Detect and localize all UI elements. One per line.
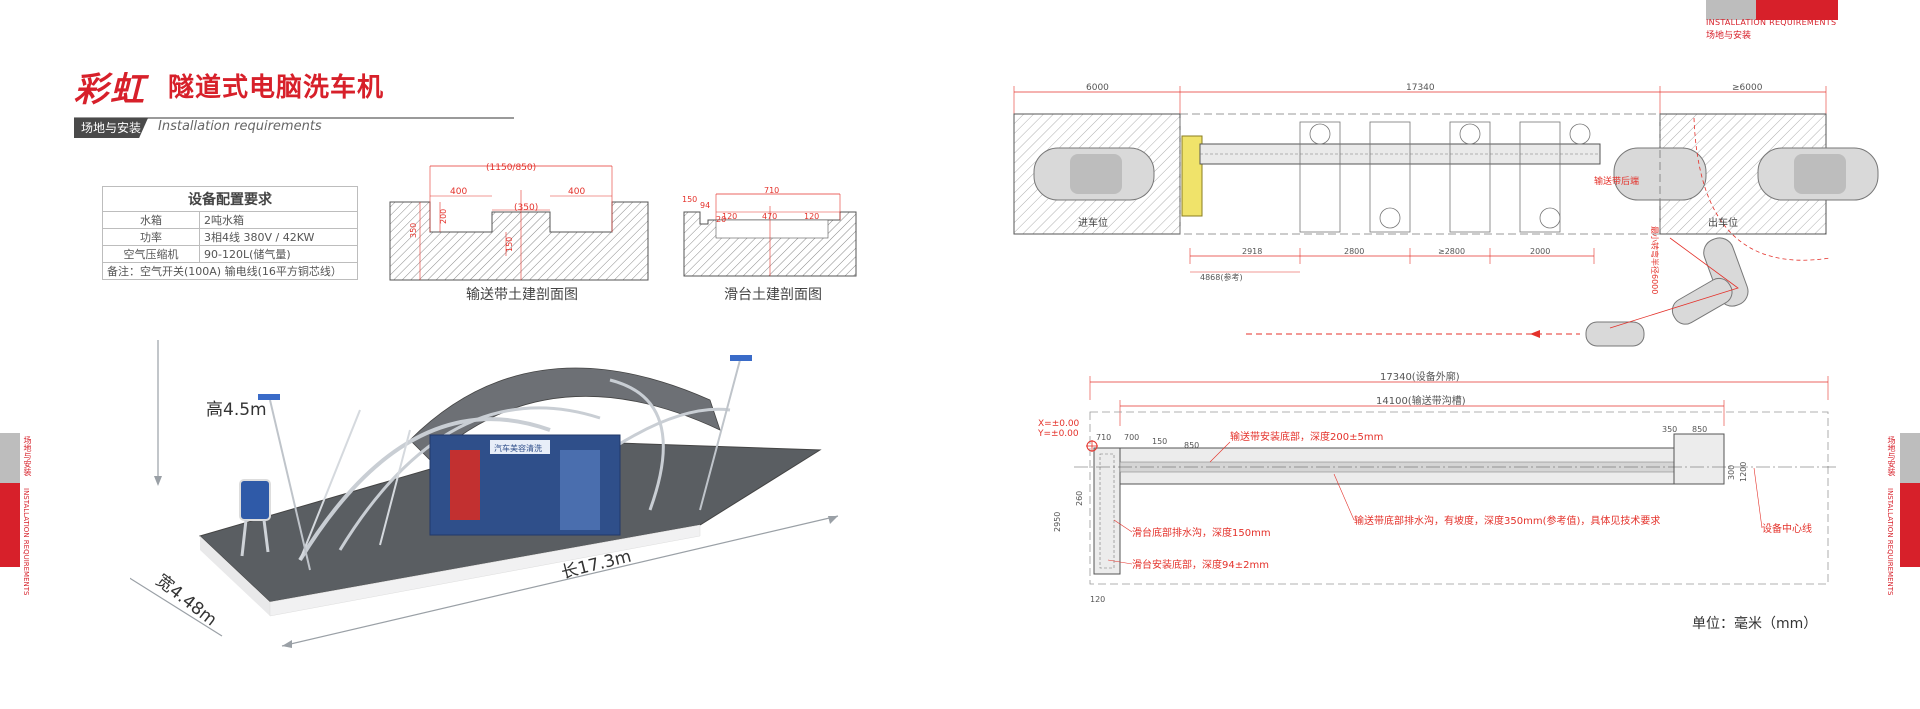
dim-trench: 14100(输送带沟槽): [1376, 394, 1466, 407]
config-note: 备注：空气开关(100A) 输电线(16平方铜芯线）: [102, 262, 358, 280]
dim-260: 260: [1075, 491, 1084, 506]
dim-slide-e: 120: [804, 212, 819, 221]
dim-exit-length: ≥6000: [1732, 83, 1763, 93]
dim-slide-d: 470: [762, 212, 777, 221]
dim-bottom-2: 2800: [1344, 247, 1364, 256]
section-subtitle-en: Installation requirements: [158, 119, 322, 134]
note-slide-drain: 滑台底部排水沟，深度150mm: [1132, 526, 1271, 539]
dim-2950: 2950: [1053, 512, 1062, 532]
unit-label: 单位：毫米（mm）: [1692, 616, 1818, 632]
note-conveyor-base: 输送带安装底部，深度200±5mm: [1230, 430, 1383, 443]
slide-section-drawing: 710 150 94 20 120 470 120: [682, 186, 857, 277]
note-conveyor-drain: 输送带底部排水沟，有坡度，深度350mm(参考值)，具体见技术要求: [1354, 514, 1660, 527]
slide-section-caption: 滑台土建剖面图: [724, 287, 822, 303]
dim-350: 350: [1662, 425, 1677, 434]
dim-710: 710: [1096, 433, 1111, 442]
right-side-tab-gray: [1900, 433, 1920, 483]
dim-mid: (350): [514, 203, 538, 213]
dim-850b: 850: [1692, 425, 1707, 434]
dim-h1: 200: [439, 209, 448, 224]
car-exit-2: [1757, 147, 1879, 201]
top-tab-gray: [1706, 0, 1756, 20]
dim-slide-top: 710: [764, 186, 779, 195]
config-table-title: 设备配置要求: [102, 186, 358, 212]
render-height-label: 高4.5m: [206, 400, 267, 420]
dim-bottom-3: ≥2800: [1438, 247, 1465, 256]
conveyor-rear-label: 输送带后端: [1594, 175, 1639, 187]
top-tab-red: [1756, 0, 1838, 20]
dim-bottom-4: 2000: [1530, 247, 1550, 256]
section-tag: 场地与安装: [74, 118, 148, 138]
top-tag-en: INSTALLATION REQUIREMENTS: [1706, 18, 1837, 27]
dim-h2: 150: [505, 237, 514, 252]
dim-300: 300: [1727, 465, 1736, 480]
dim-entry-length: 6000: [1086, 83, 1109, 93]
site-plan-top-drawing: 6000 17340 ≥6000 29: [1013, 83, 1879, 347]
dim-bottom-1: 2918: [1242, 247, 1262, 256]
dim-slide-b: 94: [700, 201, 710, 210]
right-side-tab-cn: 场地与安装: [1887, 436, 1896, 476]
dim-700: 700: [1124, 433, 1139, 442]
foundation-plan-drawing: 17340(设备外廓) 14100(输送带沟槽) X=±0.00 Y=±0.00…: [1037, 370, 1838, 604]
render-sign-text: 汽车美容清洗: [494, 443, 542, 453]
centerline-label: 设备中心线: [1762, 522, 1812, 535]
top-tag-cn: 场地与安装: [1706, 31, 1752, 41]
dim-150: 150: [1152, 437, 1167, 446]
left-side-tab-red: [0, 483, 20, 567]
left-side-tab-gray: [0, 433, 20, 483]
dim-overall: 17340(设备外廓): [1380, 370, 1460, 383]
conveyor-section-caption: 输送带土建剖面图: [466, 287, 578, 303]
car-turning-1: [1703, 237, 1749, 307]
exit-position-label: 出车位: [1708, 216, 1738, 229]
dim-total-length: 17340: [1406, 83, 1435, 93]
entry-position-label: 进车位: [1078, 216, 1108, 229]
page-title: 隧道式电脑洗车机: [168, 73, 385, 103]
dim-top: (1150/850): [486, 163, 536, 173]
left-side-tab-en: INSTALLATION REQUIREMENTS: [22, 488, 30, 596]
origin-x: X=±0.00: [1038, 419, 1080, 429]
dim-850a: 850: [1184, 441, 1199, 450]
dim-right: 400: [568, 187, 585, 197]
dim-h3: 350: [409, 223, 418, 238]
dim-120: 120: [1090, 595, 1105, 604]
dim-slide-c: 120: [722, 212, 737, 221]
dim-slide-f: 20: [716, 215, 726, 224]
car-entry: [1033, 147, 1155, 201]
origin-y: Y=±0.00: [1037, 429, 1079, 439]
title-rule: [74, 117, 514, 119]
conveyor-section-drawing: (1150/850) 400 400 (350) 200 150 350: [389, 163, 649, 281]
table-row: 备注：空气开关(100A) 输电线(16平方铜芯线）: [102, 262, 358, 280]
car-turning-2: [1671, 277, 1733, 325]
left-side-tab-cn: 场地与安装: [23, 436, 32, 476]
brand-logo: 彩虹: [74, 70, 146, 110]
right-side-tab-red: [1900, 483, 1920, 567]
dim-reference: 4868(参考): [1200, 272, 1243, 282]
car-leaving: [1585, 321, 1645, 347]
car-wash-render: 汽车美容清洗: [130, 340, 839, 648]
dim-left: 400: [450, 187, 467, 197]
note-slide-base: 滑台安装底部，深度94±2mm: [1132, 558, 1269, 571]
turn-radius-label: 最小转弯半径6000: [1650, 226, 1660, 294]
dim-1200: 1200: [1739, 462, 1748, 482]
dim-slide-a: 150: [682, 195, 697, 204]
right-side-tab-en: INSTALLATION REQUIREMENTS: [1886, 488, 1894, 596]
